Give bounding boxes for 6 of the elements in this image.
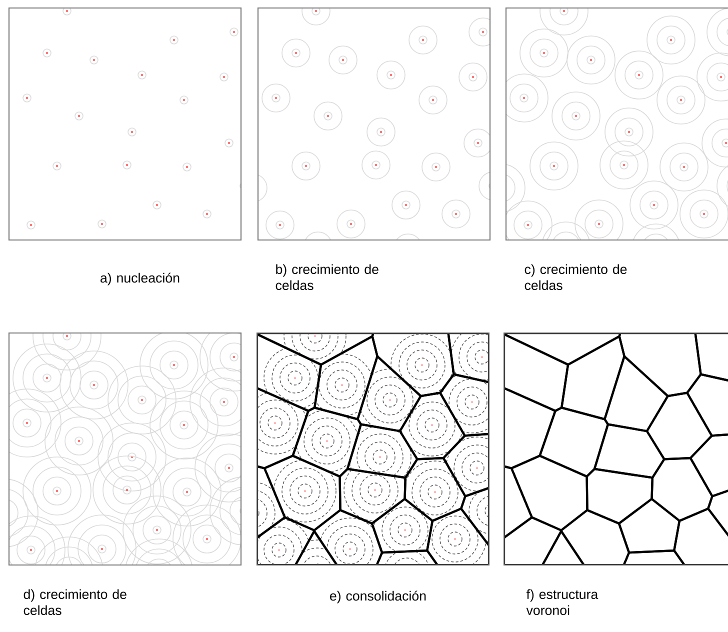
caption: b) crecimiento de celdas <box>276 264 378 290</box>
caption: e) consolidación <box>330 590 426 604</box>
caption: d) crecimiento de celdas <box>24 589 126 616</box>
caption: a) nucleación <box>100 272 180 286</box>
caption: c) crecimiento de celdas <box>524 264 627 290</box>
caption: f) estructura voronoi <box>526 589 598 616</box>
